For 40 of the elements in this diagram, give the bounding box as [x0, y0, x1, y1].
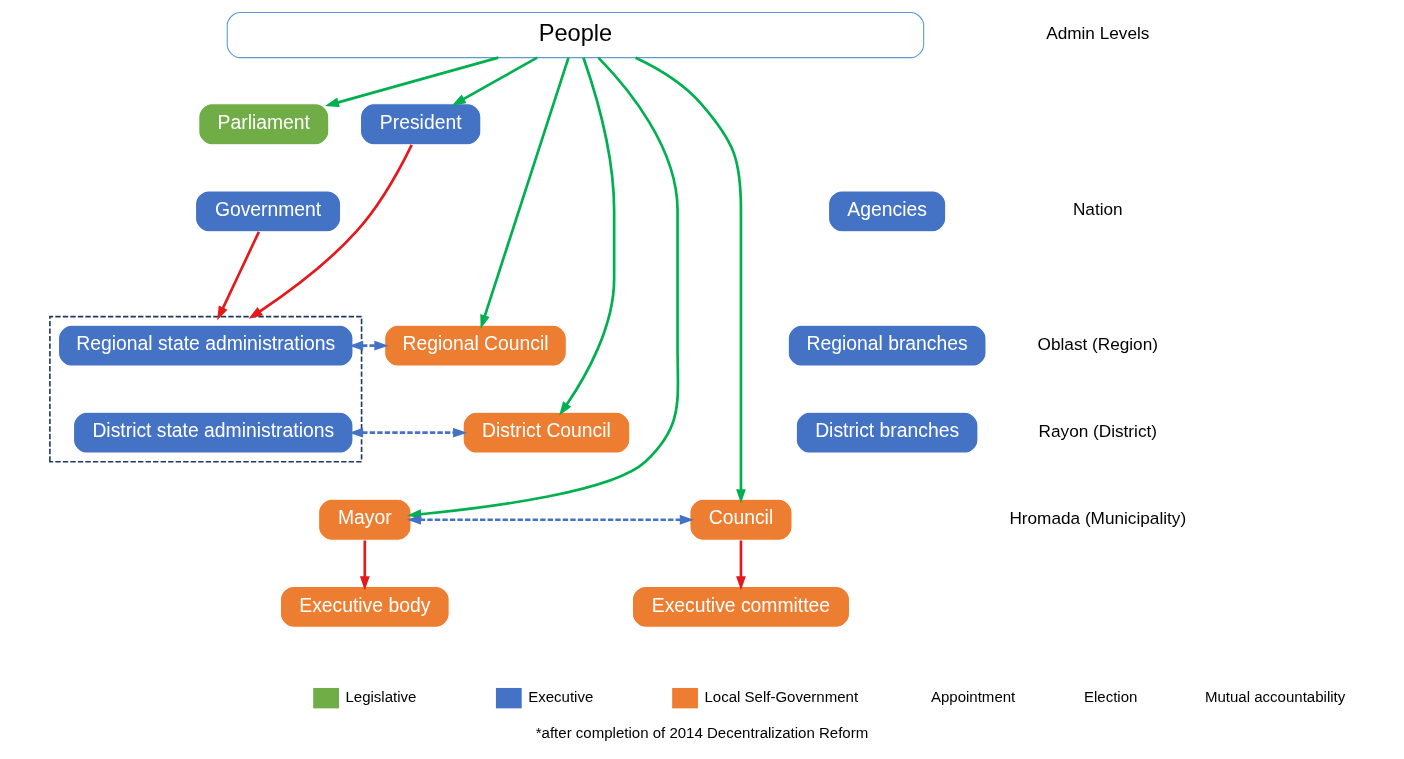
- node-box: People: [226, 11, 925, 59]
- legend-label: Mutual accountability: [1204, 687, 1346, 705]
- node-box: Council: [689, 498, 793, 541]
- legend-label: Legislative: [345, 688, 417, 706]
- arrow: [324, 56, 499, 108]
- legend-label: Election: [1083, 687, 1138, 705]
- arrow: [480, 57, 570, 329]
- node-box: District state administrations: [73, 411, 354, 454]
- node-box: President: [359, 103, 482, 146]
- label: Hromada (Municipality): [1009, 507, 1187, 528]
- node-box: Regional state administrations: [57, 324, 354, 367]
- node-box: Government: [195, 190, 342, 233]
- node-box: District Council: [462, 411, 631, 454]
- legend-label: Executive: [528, 688, 594, 706]
- arrow: [349, 340, 389, 351]
- arrow: [407, 56, 680, 519]
- label: Oblast (Region): [1037, 333, 1158, 354]
- legend-label: Local Self-Government: [704, 688, 859, 706]
- node-box: Agencies: [828, 190, 947, 233]
- arrow: [248, 144, 413, 319]
- node-box: Executive body: [279, 585, 450, 628]
- arrow: [451, 56, 538, 106]
- node-box: Executive committee: [631, 585, 851, 628]
- label: Rayon (District): [1038, 420, 1157, 441]
- node-box: Mayor: [318, 498, 412, 541]
- arrow: [736, 540, 746, 591]
- node-box: District branches: [795, 411, 979, 454]
- caption: *after completion of 2014 Decentralization Reform: [535, 724, 869, 742]
- arrow: [635, 56, 746, 504]
- label: Admin Levels: [1046, 23, 1150, 44]
- node-box: Regional Council: [384, 324, 567, 367]
- label: Nation: [1072, 199, 1123, 220]
- arrow: [359, 540, 370, 591]
- node-box: Parliament: [198, 103, 330, 146]
- arrow: [349, 427, 468, 438]
- arrow: [217, 231, 261, 321]
- arrow: [559, 57, 616, 416]
- legend-label: Appointment: [930, 687, 1016, 705]
- node-box: Regional branches: [787, 324, 987, 367]
- arrow: [407, 514, 694, 525]
